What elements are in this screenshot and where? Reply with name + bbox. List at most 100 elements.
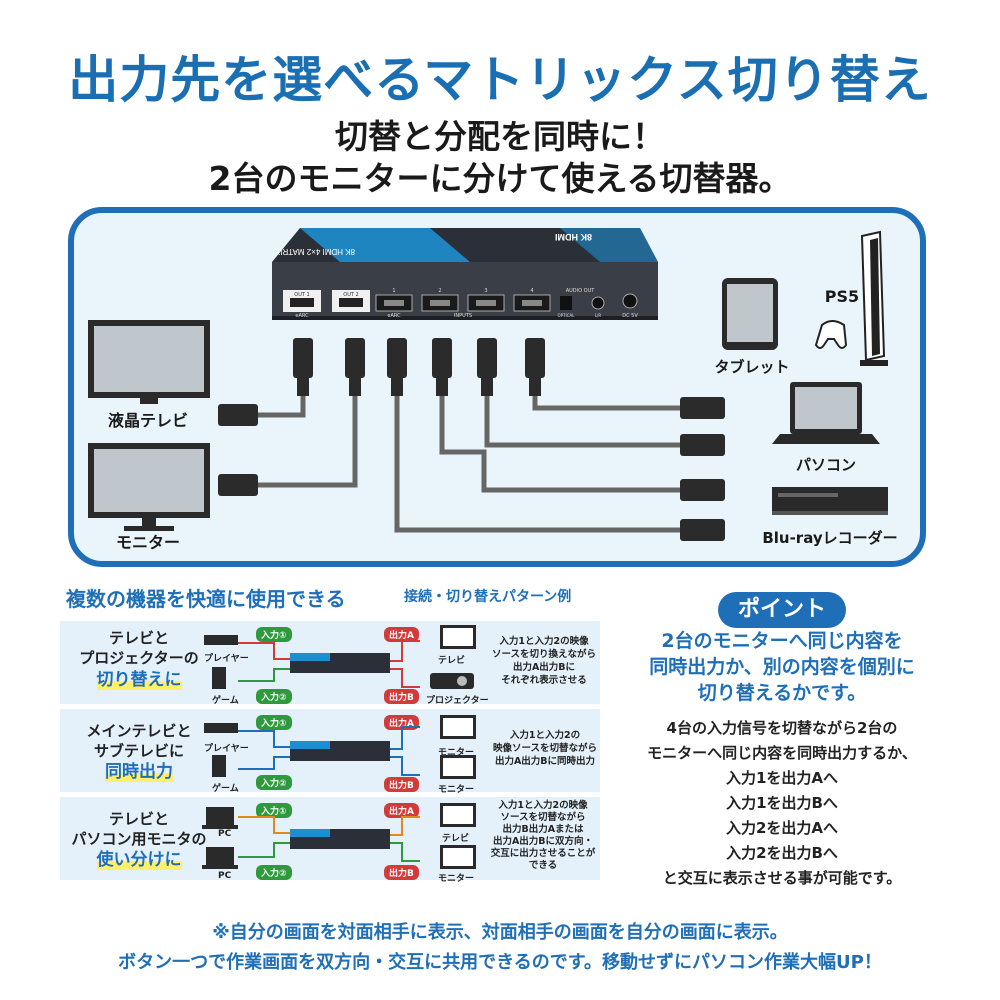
hdmi-plugs: [218, 338, 725, 541]
point-body-4: 入力1を出力Bへ: [726, 794, 838, 812]
pattern-3-dest-2: モニター: [438, 874, 475, 884]
pattern-3-desc-5: 交互に出力させることが: [490, 848, 596, 859]
pattern-2-dest-2: モニター: [438, 785, 475, 795]
port-out-1: OUT 1 eARC: [283, 290, 321, 319]
port-input-4: 4: [513, 288, 551, 312]
pattern-2-output-b-tag: 出力B: [384, 777, 419, 792]
pattern-3-desc-4: 出力A出力Bに双方向・: [492, 836, 594, 847]
pattern-3-title-1: テレビと: [108, 810, 169, 828]
device-label-tv: 液晶テレビ: [108, 411, 188, 430]
pattern-2-highlight: 同時出力: [105, 762, 173, 782]
port-input-2: 2: [421, 288, 459, 312]
audio-out-port: AUDIO OUT OPTICAL L/R: [558, 288, 605, 318]
pattern-1-player-icon: [204, 635, 238, 645]
pattern-wiring: [202, 625, 476, 869]
port-inputs-sub: INPUTS: [454, 313, 472, 319]
pattern-1-game-icon: [212, 667, 226, 689]
matrix-top-label: 8K HDMI 4×2 MATRIX: [274, 247, 355, 256]
pattern-1-title-2: プロジェクターの: [79, 649, 199, 667]
pattern-3-monitor-icon: [440, 845, 476, 869]
pattern-3-tv-icon: [440, 803, 476, 827]
pattern-1-projector-icon: [430, 673, 474, 689]
pattern-1-tv-icon: [440, 625, 476, 649]
audio-lr-label: L/R: [595, 313, 602, 318]
dc-label: DC 5V: [622, 313, 638, 319]
pattern-1-source-2: ゲーム: [212, 696, 239, 706]
pattern-3-output-a-tag: 出力A: [384, 803, 419, 818]
pattern-1-desc-4: それぞれ表示させる: [501, 675, 587, 686]
port-input-1-sub: eARC: [387, 313, 401, 319]
patterns-subtitle: 接続・切り替えパターン例: [404, 589, 572, 605]
pattern-2-source-2: ゲーム: [212, 784, 239, 794]
pattern-2-source-1: プレイヤー: [204, 744, 249, 754]
point-badge: ポイント: [718, 592, 846, 628]
pattern-1-output-b-tag: 出力B: [384, 689, 419, 704]
point-body-6: 入力2を出力Bへ: [726, 844, 838, 862]
pattern-3-desc-1: 入力1と入力2の映像: [498, 800, 588, 811]
pattern-2-title-1: メインテレビと: [86, 722, 192, 740]
monitor-icon: [88, 443, 210, 531]
point-body-7: と交互に表示させる事が可能です。: [662, 869, 902, 887]
port-input-3-label: 3: [484, 288, 487, 294]
pattern-1-desc-2: ソースを切り換えながら: [491, 649, 597, 660]
port-input-1-label: 1: [392, 288, 395, 294]
device-label-tablet: タブレット: [714, 358, 789, 376]
port-out-1-label: OUT 1: [294, 292, 309, 298]
point-body-1: 4台の入力信号を切替ながら2台の: [666, 719, 898, 737]
point-body-3: 入力1を出力Aへ: [725, 769, 839, 787]
port-out-2-label: OUT 2: [343, 292, 358, 298]
pattern-3-source-2: PC: [218, 871, 232, 881]
pattern-3-switch-icon: [290, 829, 390, 849]
page-title: 出力先を選べるマトリックス切り替え: [68, 51, 932, 109]
pattern-1-source-1: プレイヤー: [204, 654, 249, 664]
port-input-3: 3 INPUTS: [454, 288, 505, 319]
device-label-monitor: モニター: [116, 533, 180, 552]
pattern-2-input-2-tag: 入力②: [256, 775, 292, 790]
pattern-2-desc-3: 出力A出力Bに同時出力: [494, 756, 596, 767]
pattern-2-dest-1: モニター: [438, 748, 475, 758]
pattern-1-input-2-tag: 入力②: [256, 689, 292, 704]
pattern-3-desc-6: できる: [528, 860, 558, 871]
point-lead-1: 2台のモニターへ同じ内容を: [661, 630, 903, 652]
patterns-title: 複数の機器を快適に使用できる: [66, 587, 346, 611]
pattern-3-pc-b-icon: [202, 847, 238, 869]
pattern-1-highlight: 切り替えに: [96, 670, 182, 690]
point-lead-3: 切り替えるかです。: [697, 682, 867, 704]
point-body-2: モニターへ同じ内容を同時出力するか、: [647, 744, 917, 762]
pattern-3-highlight: 使い分けに: [96, 850, 182, 870]
pattern-2-monitor-a-icon: [440, 715, 476, 739]
port-out-2: OUT 2: [332, 290, 370, 312]
point-body-5: 入力2を出力Aへ: [725, 819, 839, 837]
pattern-1-desc-3: 出力A出力Bに: [512, 662, 576, 673]
pattern-3-output-b-tag: 出力B: [384, 865, 419, 880]
tablet-icon: [722, 278, 778, 350]
pattern-1-switch-icon: [290, 653, 390, 673]
point-lead-2: 同時出力か、別の内容を個別に: [649, 656, 915, 678]
device-label-ps5: PS5: [825, 287, 859, 306]
pattern-3-desc-3: 出力B出力Aまたは: [502, 824, 584, 835]
dc-power-port: DC 5V: [622, 293, 638, 319]
device-label-bluray: Blu-rayレコーダー: [762, 529, 897, 547]
device-label-pc: パソコン: [796, 456, 856, 474]
ps5-icon: [814, 230, 888, 366]
pattern-2-game-icon: [212, 755, 226, 777]
pattern-3-input-2-tag: 入力②: [256, 865, 292, 880]
pattern-2-player-icon: [204, 723, 238, 733]
port-input-1: 1 eARC: [375, 288, 413, 319]
pattern-3-desc-2: ソースを切替ながら: [500, 812, 586, 823]
pattern-2-title-2: サブテレビに: [93, 742, 184, 760]
footer-note-2: ボタン一つで作業画面を双方向・交互に共用できるのです。移動せずにパソコン作業大幅…: [118, 952, 882, 973]
port-out-1-sub: eARC: [295, 313, 309, 319]
page-subtitle-1: 切替と分配を同時に！: [335, 117, 665, 156]
audio-out-label: AUDIO OUT: [566, 288, 596, 294]
hdmi-matrix-switch: 8K HDMI 4×2 MATRIX 8K HDMI OUT 1 eARC OU…: [272, 228, 658, 320]
pattern-1-output-a-tag: 出力A: [384, 627, 419, 642]
pattern-2-input-1-tag: 入力①: [256, 715, 292, 730]
pattern-3-input-1-tag: 入力①: [256, 803, 292, 818]
pattern-3-source-1: PC: [218, 829, 232, 839]
pattern-1-dest-2: プロジェクター: [426, 696, 489, 706]
laptop-icon: [772, 382, 880, 444]
pattern-2-wiring: [238, 726, 420, 776]
pattern-2-switch-icon: [290, 741, 390, 761]
